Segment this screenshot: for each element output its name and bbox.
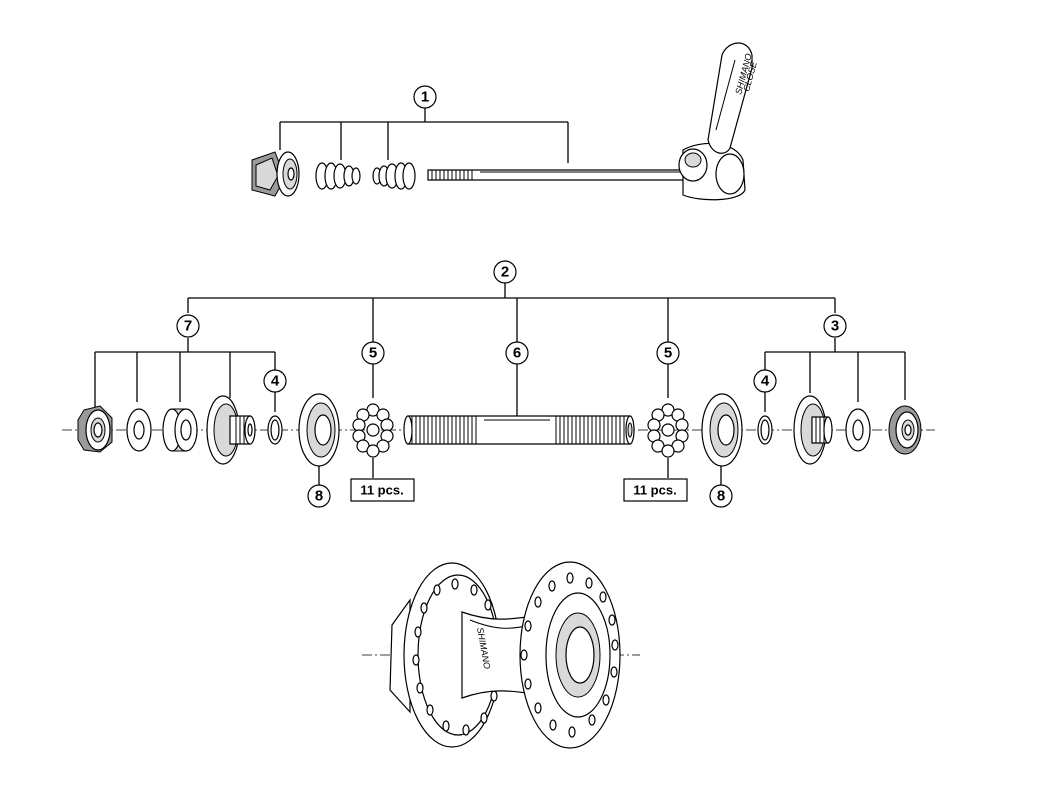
svg-text:8: 8 xyxy=(315,488,323,505)
o-ring-left xyxy=(267,415,283,445)
quick-release-assembly: SHIMANO CLOSE 1 xyxy=(251,42,759,201)
svg-text:5: 5 xyxy=(664,345,672,362)
quantity-label-right: 11 pcs. xyxy=(623,478,688,502)
svg-text:1: 1 xyxy=(421,89,429,106)
spoke-holes-right xyxy=(520,572,619,738)
hub-body: SHIMANO xyxy=(461,611,541,699)
dust-cap-left xyxy=(298,393,340,467)
dust-cap-right xyxy=(701,393,743,467)
svg-text:5: 5 xyxy=(369,345,377,362)
callout-1: 1 xyxy=(413,85,437,109)
spoke-holes-left xyxy=(412,578,498,736)
adjusting-nut xyxy=(251,151,300,197)
svg-text:4: 4 xyxy=(761,373,770,390)
ball-bearings-right xyxy=(647,403,689,458)
callout-8-left: 8 xyxy=(307,484,331,508)
svg-text:7: 7 xyxy=(184,318,192,335)
svg-text:3: 3 xyxy=(831,318,839,335)
o-ring-right xyxy=(757,415,773,445)
callout-7: 7 xyxy=(176,314,200,338)
lock-nut-right xyxy=(888,405,922,455)
callout-4-right: 4 xyxy=(753,369,777,393)
spacer-left xyxy=(162,408,198,452)
washer-left xyxy=(126,408,152,452)
callout-2: 2 xyxy=(493,260,517,284)
svg-text:8: 8 xyxy=(717,488,725,505)
spacer-right xyxy=(845,408,871,452)
spring-left xyxy=(315,162,361,190)
spring-right xyxy=(372,162,416,190)
lock-nut-left xyxy=(77,405,113,453)
svg-text:6: 6 xyxy=(513,345,521,362)
quick-release-lever: SHIMANO CLOSE xyxy=(678,42,759,201)
hub-flange-right xyxy=(519,561,621,749)
hub-axle xyxy=(403,415,635,445)
ball-bearings-left xyxy=(352,403,394,458)
svg-text:2: 2 xyxy=(501,264,509,281)
callout-6: 6 xyxy=(505,341,529,365)
hub-axle-assembly: 2 7 3 5 6 5 4 4 xyxy=(62,260,935,508)
callout-4-left: 4 xyxy=(263,369,287,393)
quantity-label-left: 11 pcs. xyxy=(350,478,415,502)
hub-shell: SHIMANO xyxy=(362,561,640,749)
callout-5-right: 5 xyxy=(656,341,680,365)
callout-3: 3 xyxy=(823,314,847,338)
svg-text:11 pcs.: 11 pcs. xyxy=(360,483,403,498)
svg-text:11 pcs.: 11 pcs. xyxy=(633,483,676,498)
cone-left xyxy=(206,395,256,465)
skewer-rod xyxy=(427,169,691,181)
hub-flange-left xyxy=(389,562,501,748)
callout-8-right: 8 xyxy=(709,484,733,508)
callout-5-left: 5 xyxy=(361,341,385,365)
cone-right xyxy=(793,395,833,465)
svg-text:4: 4 xyxy=(271,373,280,390)
